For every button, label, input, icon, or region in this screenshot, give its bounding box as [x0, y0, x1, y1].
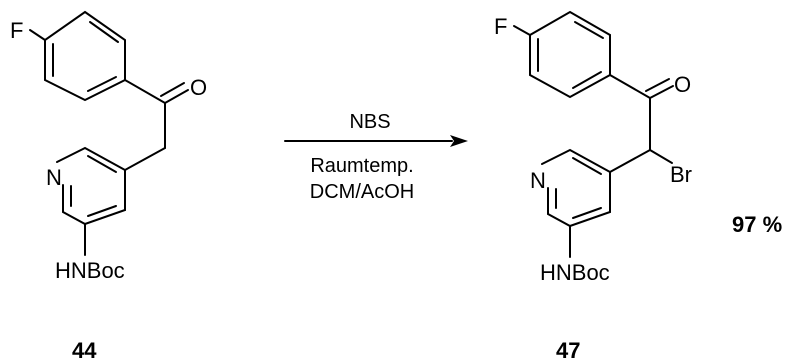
reactant-aryl-carbonyl-bond: [124, 79, 166, 104]
reactant-amine-label: HNBoc: [55, 258, 125, 283]
reactant-ch2-pyridine-bond: [124, 147, 166, 171]
product-amine-label: HNBoc: [540, 260, 610, 285]
reactant-pyridine-ring: [56, 146, 126, 226]
reactant-fluorophenyl-ring: [44, 10, 126, 102]
product-nitrogen-label: N: [530, 168, 546, 193]
product-carbonyl-bond: [645, 78, 674, 99]
product-aryl-carbonyl-bond: [609, 74, 651, 99]
product-fluorophenyl-ring: [529, 10, 611, 99]
reaction-arrow: [284, 135, 468, 147]
reactant-fluorine-label: F: [10, 18, 23, 43]
product-oxygen-label: O: [674, 72, 691, 97]
reactant-nitrogen-label: N: [46, 165, 62, 190]
reactant-carbonyl-bond: [160, 82, 189, 104]
temperature-condition: Raumtemp.: [310, 155, 413, 177]
reactant-cf-bond: [29, 29, 46, 41]
product-cf-bond: [513, 25, 531, 36]
product-pyridine-ring: [541, 148, 611, 228]
product-structure: F O Br N HNBoc: [494, 10, 692, 285]
solvent-condition: DCM/AcOH: [310, 181, 414, 203]
product-bromine-label: Br: [670, 162, 692, 187]
product-fluorine-label: F: [494, 14, 507, 39]
reactant-structure: F O N HNBoc: [10, 10, 207, 283]
product-compound-number: 47: [556, 338, 580, 362]
reactant-oxygen-label: O: [190, 75, 207, 100]
product-yield: 97 %: [732, 212, 782, 237]
reactant-compound-number: 44: [72, 338, 97, 362]
reagent-label: NBS: [349, 111, 390, 133]
product-cbr-bond: [649, 149, 673, 164]
product-chbr-pyridine-bond: [609, 149, 651, 173]
